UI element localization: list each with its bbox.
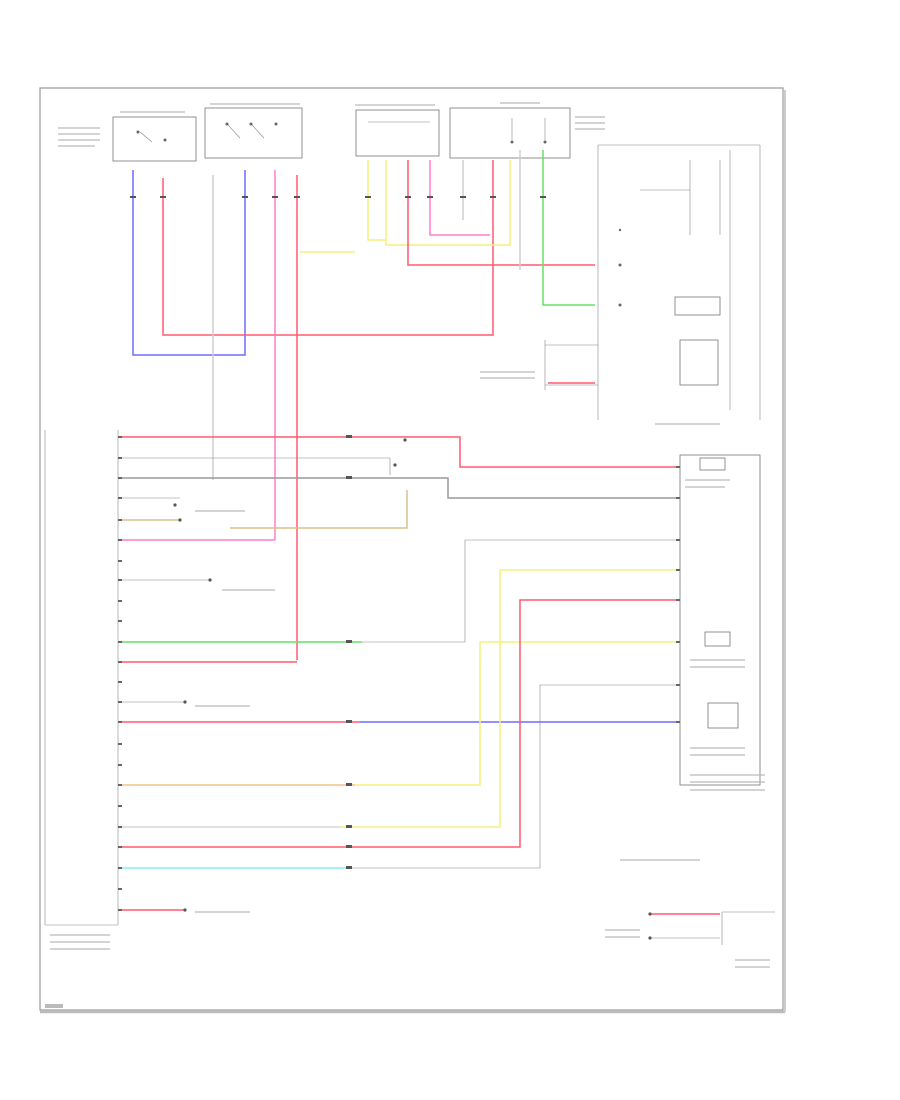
left-control-module bbox=[44, 430, 119, 926]
lower-control-module bbox=[676, 454, 761, 786]
splice-marks bbox=[173, 438, 407, 912]
top-left-switch bbox=[112, 116, 197, 162]
top-center-left-switch bbox=[204, 107, 303, 159]
wire-yellow-top bbox=[367, 160, 511, 246]
wire-yellow-h12 bbox=[355, 641, 680, 786]
page-corner-mark bbox=[45, 1004, 63, 1008]
diagram-frame bbox=[39, 87, 784, 1011]
mid-right-connector bbox=[544, 340, 598, 390]
bottom-right-sensor bbox=[648, 911, 775, 945]
wire-gray-h3 bbox=[122, 477, 680, 499]
illegible-labels bbox=[50, 102, 770, 968]
wire-tan-h5 bbox=[122, 490, 408, 529]
wire-red-top bbox=[162, 160, 494, 336]
upper-control-module bbox=[597, 144, 761, 420]
wire-gray-h15 bbox=[350, 684, 680, 869]
wire-red-mid bbox=[407, 160, 595, 266]
wire-gray-h2 bbox=[122, 457, 391, 475]
inline-connectors bbox=[346, 435, 352, 869]
wire-pink-mid bbox=[429, 160, 490, 236]
wire-gray-green-cont bbox=[362, 539, 680, 643]
connector-marks-top bbox=[130, 196, 546, 198]
wire-green-top bbox=[542, 150, 595, 306]
wire-yellow-h13 bbox=[340, 569, 680, 828]
left-module-pins bbox=[118, 436, 122, 911]
wire-red-h1 bbox=[122, 436, 680, 468]
top-center-sensor bbox=[355, 109, 440, 157]
top-right-switch bbox=[449, 107, 571, 159]
wire-red-h14 bbox=[122, 599, 680, 848]
wire-blue-top bbox=[132, 170, 246, 356]
